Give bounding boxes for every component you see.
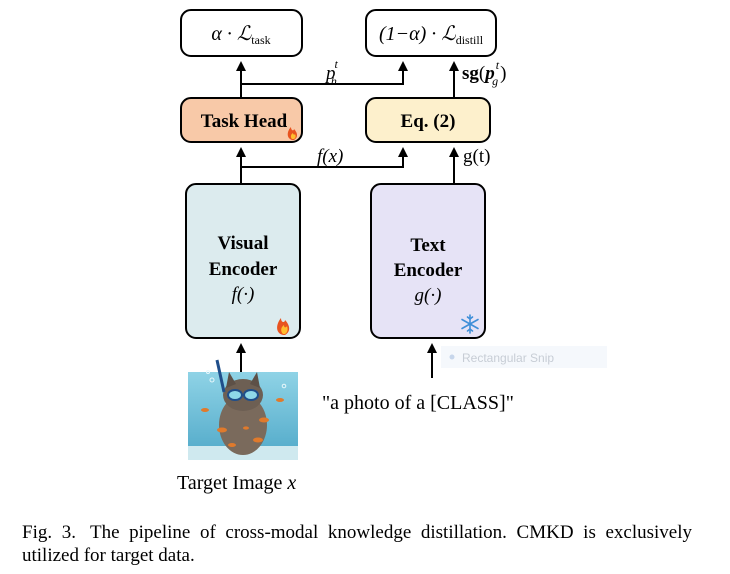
loss-distill-sub: distill (456, 33, 484, 47)
loss-distill-box: (1−α) · ℒdistill (365, 9, 497, 57)
text-encoder-box: Text Encoder g(·) (370, 183, 486, 339)
text-encoder-func: g(·) (415, 285, 442, 306)
figure-caption: Fig. 3.The pipeline of cross-modal knowl… (22, 521, 692, 567)
label-g-t: g(t) (463, 146, 490, 167)
visual-encoder-line2: Encoder (209, 259, 278, 280)
loss-task-box: α · ℒtask (180, 9, 303, 57)
svg-text:α · ℒtask: α · ℒtask (211, 23, 270, 47)
label-f-x: f(x) (317, 146, 343, 167)
visual-encoder-line1: Visual (217, 233, 268, 254)
visual-encoder-func: f(·) (232, 284, 255, 305)
arrow-ph-to-distill (241, 61, 408, 85)
text-encoder-line1: Text (410, 235, 446, 256)
visual-encoder-box: Visual Encoder f(·) (185, 183, 301, 339)
loss-task-prefix: α · ℒ (211, 23, 251, 45)
target-image (188, 359, 298, 460)
fire-icon (287, 127, 298, 140)
eq-label: Eq. (2) (401, 111, 456, 132)
fire-icon (277, 318, 290, 335)
prompt-text: "a photo of a [CLASS]" (322, 392, 514, 414)
arrow-fx-to-eq (241, 147, 408, 168)
text-encoder-line2: Encoder (394, 260, 463, 281)
svg-text:(1−α) · ℒdistill: (1−α) · ℒdistill (379, 23, 484, 47)
task-head-label: Task Head (201, 111, 288, 132)
caption-text: The pipeline of cross-modal knowledge di… (22, 522, 692, 566)
snip-label: Rectangular Snip (462, 351, 554, 365)
arrows (236, 61, 459, 378)
snowflake-icon (461, 314, 479, 334)
task-head-box: Task Head (180, 97, 303, 143)
rectangular-snip-overlay: Rectangular Snip (441, 346, 607, 368)
eq-box: Eq. (2) (365, 97, 491, 143)
target-image-label: Target Image x (177, 472, 296, 494)
loss-distill-prefix: (1−α) · ℒ (379, 23, 456, 45)
figure-number: Fig. 3. (22, 522, 76, 543)
loss-task-sub: task (251, 33, 270, 47)
